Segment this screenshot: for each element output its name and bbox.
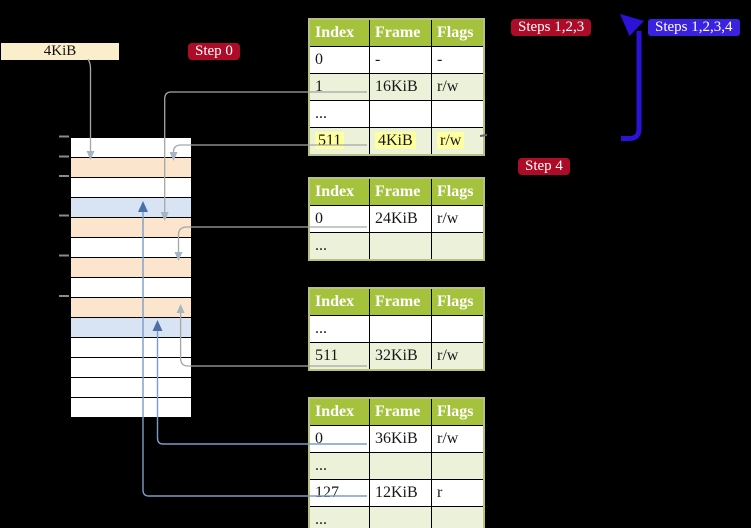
highlight: 4KiB bbox=[375, 132, 416, 149]
col-frame: Frame bbox=[369, 397, 432, 426]
memory-cell bbox=[71, 258, 191, 278]
table-header-row: Index Frame Flags bbox=[308, 287, 485, 316]
memory-stack bbox=[70, 137, 192, 418]
memory-cell bbox=[71, 398, 191, 417]
table-row: ... bbox=[308, 100, 485, 128]
table-row: ... bbox=[308, 452, 485, 480]
memory-cell bbox=[71, 358, 191, 378]
table-row-highlighted: 511 4KiB r/w bbox=[308, 127, 485, 156]
table-header-row: Index Frame Flags bbox=[308, 177, 485, 206]
memory-cell bbox=[71, 138, 191, 158]
table-row: ... bbox=[308, 506, 485, 528]
table-row: ... bbox=[308, 232, 485, 261]
col-index: Index bbox=[308, 287, 370, 316]
col-index: Index bbox=[308, 177, 370, 206]
memory-cell bbox=[71, 298, 191, 318]
highlight: 511 bbox=[315, 132, 345, 149]
col-flags: Flags bbox=[431, 177, 485, 206]
page-size-box: 4KiB bbox=[1, 43, 119, 60]
memory-cell bbox=[71, 378, 191, 398]
col-index: Index bbox=[308, 18, 370, 47]
highlight: r/w bbox=[437, 132, 465, 149]
table-row: ... bbox=[308, 315, 485, 343]
memory-cell bbox=[71, 238, 191, 258]
memory-cell bbox=[71, 278, 191, 298]
memory-cell bbox=[71, 318, 191, 338]
memory-cell bbox=[71, 198, 191, 218]
col-frame: Frame bbox=[369, 177, 432, 206]
steps-1-2-3-4-badge: Steps 1,2,3,4 bbox=[648, 19, 740, 36]
memory-cell bbox=[71, 158, 191, 178]
table-header-row: Index Frame Flags bbox=[308, 18, 485, 47]
tick-marks bbox=[59, 135, 69, 297]
col-frame: Frame bbox=[369, 18, 432, 47]
col-flags: Flags bbox=[431, 18, 485, 47]
steps-1-2-3-badge: Steps 1,2,3 bbox=[511, 19, 592, 36]
table-row: 0-- bbox=[308, 46, 485, 74]
col-frame: Frame bbox=[369, 287, 432, 316]
col-index: Index bbox=[308, 397, 370, 426]
steps-annotation-arrow bbox=[620, 14, 644, 141]
memory-cell bbox=[71, 218, 191, 238]
step-4-badge: Step 4 bbox=[518, 158, 570, 175]
step-0-badge: Step 0 bbox=[188, 43, 240, 60]
memory-cell bbox=[71, 178, 191, 198]
col-flags: Flags bbox=[431, 287, 485, 316]
table-header-row: Index Frame Flags bbox=[308, 397, 485, 426]
col-flags: Flags bbox=[431, 397, 485, 426]
memory-cell bbox=[71, 338, 191, 358]
